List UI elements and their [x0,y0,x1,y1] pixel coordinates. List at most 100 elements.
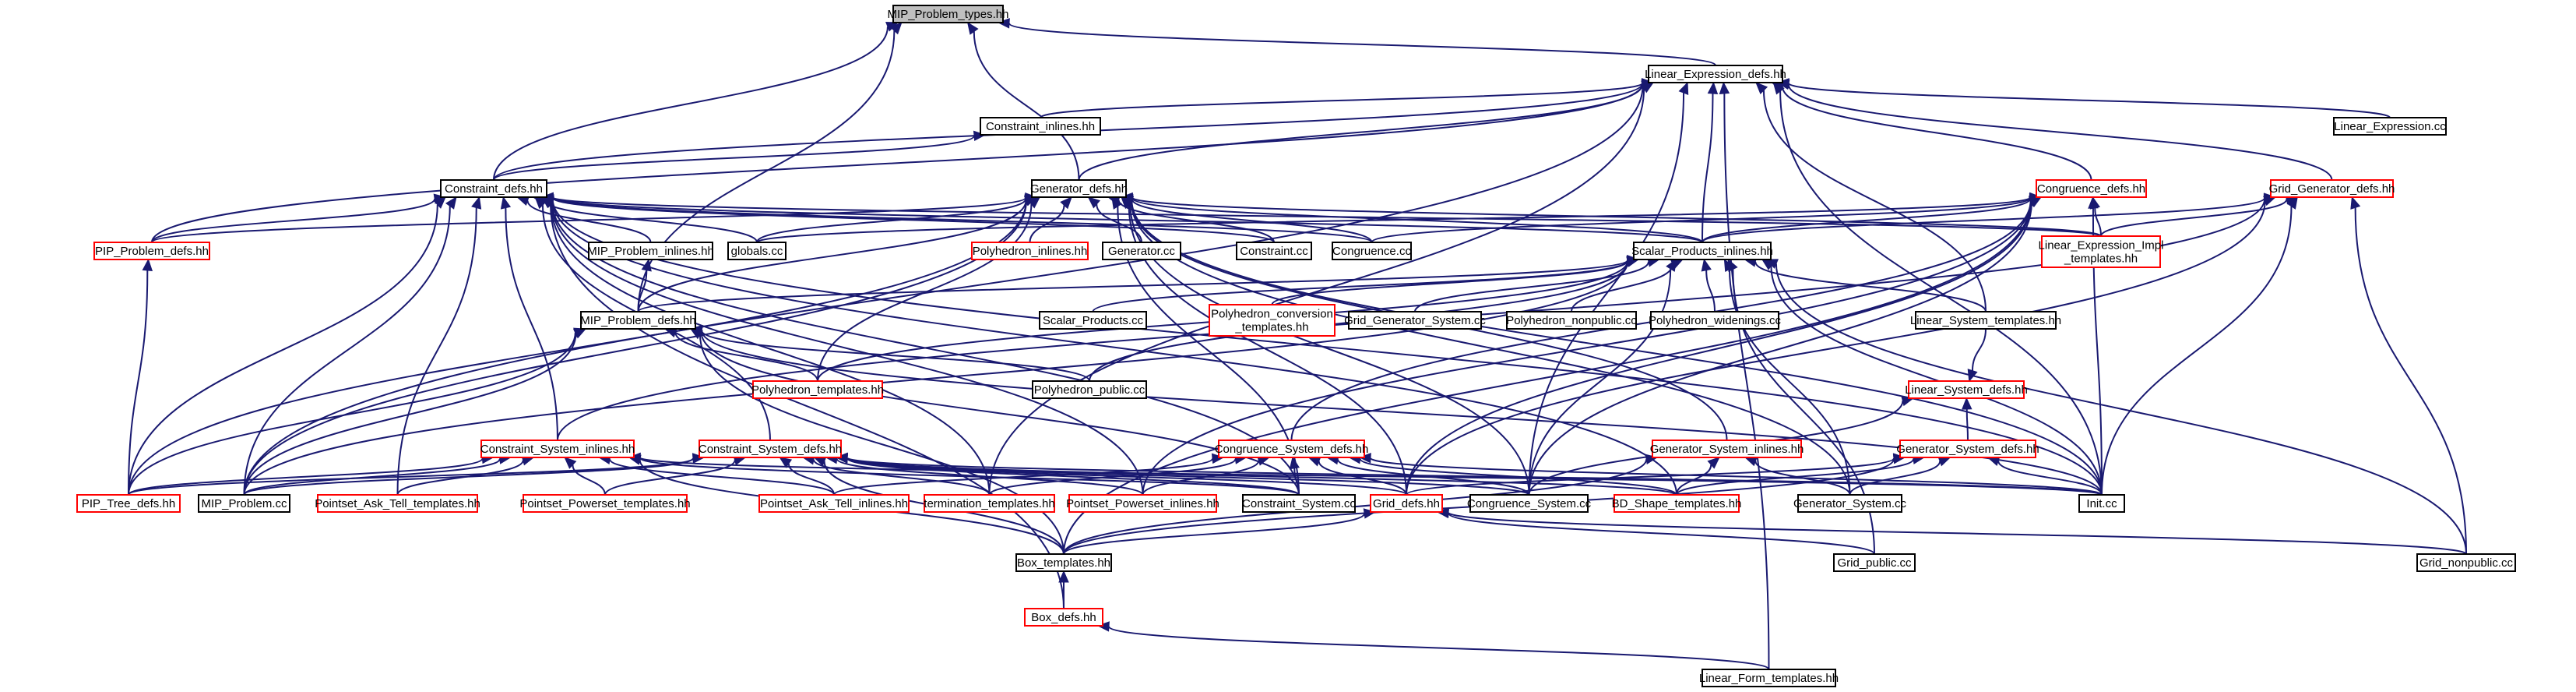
arrowhead-init_cc-to-cs_defs [835,452,848,464]
edge-ph_pub-to-mip_defs [700,330,1090,382]
arrowhead-cs_inl-to-c_defs [500,196,512,210]
node-grid-np[interactable]: Grid_nonpublic.cc [2416,553,2516,572]
node-paat-inl[interactable]: Pointset_Ask_Tell_inlines.hh [758,494,910,513]
node-mip-types[interactable]: MIP_Problem_types.hh [888,5,1009,23]
edge-cs_cc-to-cgs_defs [1293,468,1300,496]
node-label: MIP_Problem_defs.hh [580,314,695,327]
node-cs-inl[interactable]: Constraint_System_inlines.hh [480,440,635,458]
node-label: BD_Shape_templates.hh [1612,497,1742,510]
edge-cong_cc-to-c_defs [551,196,1373,243]
node-label: Congruence_System_defs.hh [1215,443,1369,456]
node-con-cc[interactable]: Constraint.cc [1236,242,1312,260]
node-label: Generator_System_defs.hh [1896,443,2039,456]
node-pip-defs[interactable]: PIP_Problem_defs.hh [93,242,210,260]
node-pip-tree[interactable]: PIP_Tree_defs.hh [76,494,181,513]
node-globals[interactable]: globals.cc [727,242,787,260]
node-mip-inl[interactable]: MIP_Problem_inlines.hh [587,242,714,260]
arrowhead-pp_tmpl-to-cs_inl [564,457,577,469]
node-label: Congruence_System.cc [1467,497,1592,510]
edge-le_cc-to-le_defs [1787,82,2391,118]
node-cs-defs[interactable]: Constraint_System_defs.hh [699,440,842,458]
nodes-layer: MIP_Problem_types.hhLinear_Expression_de… [76,5,2516,687]
node-label: Generator.cc [1108,245,1175,258]
node-grid-pub[interactable]: Grid_public.cc [1833,553,1916,572]
node-le-cc[interactable]: Linear_Expression.cc [2333,117,2447,136]
node-ph-inl[interactable]: Polyhedron_inlines.hh [971,242,1089,260]
node-ggs-cc[interactable]: Grid_Generator_System.cc [1344,311,1486,330]
node-cg-defs[interactable]: Congruence_defs.hh [2036,179,2147,198]
node-gs-defs[interactable]: Generator_System_defs.hh [1896,440,2039,458]
node-lei-tmpl[interactable]: Linear_Expression_Impl_templates.hh [2039,235,2164,268]
edge-pip_tree-to-cs_defs [128,457,695,496]
arrowhead-le_defs-to-mip_types [997,18,1010,29]
node-cs-cc[interactable]: Constraint_System.cc [1242,494,1356,513]
node-label: Polyhedron_widenings.cc [1649,314,1782,327]
node-ph-w[interactable]: Polyhedron_widenings.cc [1649,311,1782,330]
node-sp-cc[interactable]: Scalar_Products.cc [1039,311,1147,330]
node-box-tmpl[interactable]: Box_templates.hh [1015,553,1112,572]
node-gs-inl[interactable]: Generator_System_inlines.hh [1650,440,1804,458]
node-label: Pointset_Ask_Tell_templates.hh [315,497,480,510]
arrowhead-cs_cc-to-g_defs [1111,196,1123,210]
node-lf-tmpl[interactable]: Linear_Form_templates.hh [1699,669,1839,687]
node-bds-tmpl[interactable]: BD_Shape_templates.hh [1612,494,1742,513]
arrowhead-mip_cc-to-mip_defs [573,328,587,339]
edge-box_tmpl-to-grid_defs [1063,513,1366,555]
node-le-defs[interactable]: Linear_Expression_defs.hh [1645,65,1786,83]
arrowhead-grid_np-to-grid_defs [1436,507,1449,518]
node-gs-cc[interactable]: Generator_System.cc [1793,494,1907,513]
edge-bds_tmpl-to-gs_inl [1676,464,1712,496]
node-gen-cc[interactable]: Generator.cc [1102,242,1181,260]
node-sp-inl[interactable]: Scalar_Products_inlines.hh [1631,242,1773,260]
node-ph-np[interactable]: Polyhedron_nonpublic.cc [1506,311,1637,330]
edge-mip_inl-to-c_defs [526,200,652,243]
arrowhead-gen_cc-to-g_defs [1087,196,1101,209]
node-cong-cc[interactable]: Congruence.cc [1332,242,1412,260]
node-c-defs[interactable]: Constraint_defs.hh [440,179,547,198]
node-box [1039,311,1147,330]
edge-ph_inl-to-g_defs [1029,205,1065,243]
arrowhead-gs_defs-to-ls_defs [1962,397,1972,410]
arrowhead-pip_tree-to-pip_defs [142,258,153,272]
node-box [1242,494,1356,513]
arrowhead-init_cc-to-cg_defs [2088,196,2099,209]
node-label: Grid_public.cc [1837,556,1912,570]
node-box-defs[interactable]: Box_defs.hh [1024,608,1103,627]
edge-mip_defs-to-mip_types [637,30,896,312]
edge-bds_tmpl-to-cgs_defs [1359,457,1677,496]
arrowhead-init_cc-to-sp_inl [1761,259,1775,270]
node-box [1701,669,1836,687]
node-pp-inl[interactable]: Pointset_Powerset_inlines.hh [1066,494,1219,513]
node-ph-pub[interactable]: Polyhedron_public.cc [1032,380,1147,399]
edge-mip_defs-to-sp_inl [637,259,1629,312]
node-ph-tmpl[interactable]: Polyhedron_templates.hh [751,380,884,399]
edge-c_defs-to-mip_types [493,26,889,181]
arrowhead-ls_tmpl-to-ls_defs [1967,369,1978,383]
node-box [2333,117,2447,136]
node-ls-tmpl[interactable]: Linear_System_templates.hh [1910,311,2061,330]
node-phc-tmpl[interactable]: Polyhedron_conversion_templates.hh [1209,304,1336,337]
node-paat-tmpl[interactable]: Pointset_Ask_Tell_templates.hh [315,494,480,513]
edge-pip_tree-to-cs_inl [128,457,484,496]
edge-lei_tmpl-to-gg_defs [2100,199,2288,237]
node-ls-defs[interactable]: Linear_System_defs.hh [1905,380,2028,399]
edge-pip_defs-to-c_defs [151,198,436,243]
node-box [440,179,547,198]
node-box [76,494,181,513]
node-gg-defs[interactable]: Grid_Generator_defs.hh [2269,179,2395,198]
arrowhead-ls_tmpl-to-le_defs [1755,82,1768,95]
node-term-tmpl[interactable]: termination_templates.hh [924,494,1055,513]
node-init-cc[interactable]: Init.cc [2078,494,2125,513]
edge-pp_tmpl-to-cs_inl [572,464,606,496]
node-mip-defs[interactable]: MIP_Problem_defs.hh [580,311,696,330]
node-cgs-defs[interactable]: Congruence_System_defs.hh [1215,440,1369,458]
node-c-inl[interactable]: Constraint_inlines.hh [980,117,1101,136]
node-mip-cc[interactable]: MIP_Problem.cc [198,494,290,513]
edge-le_defs-to-mip_types [1008,22,1716,66]
node-cgs-cc[interactable]: Congruence_System.cc [1467,494,1592,513]
node-box [1915,311,2057,330]
node-label: Pointset_Ask_Tell_inlines.hh [760,497,908,510]
node-g-defs[interactable]: Generator_defs.hh [1030,179,1128,198]
node-pp-tmpl[interactable]: Pointset_Powerset_templates.hh [519,494,691,513]
node-grid-defs[interactable]: Grid_defs.hh [1370,494,1443,513]
